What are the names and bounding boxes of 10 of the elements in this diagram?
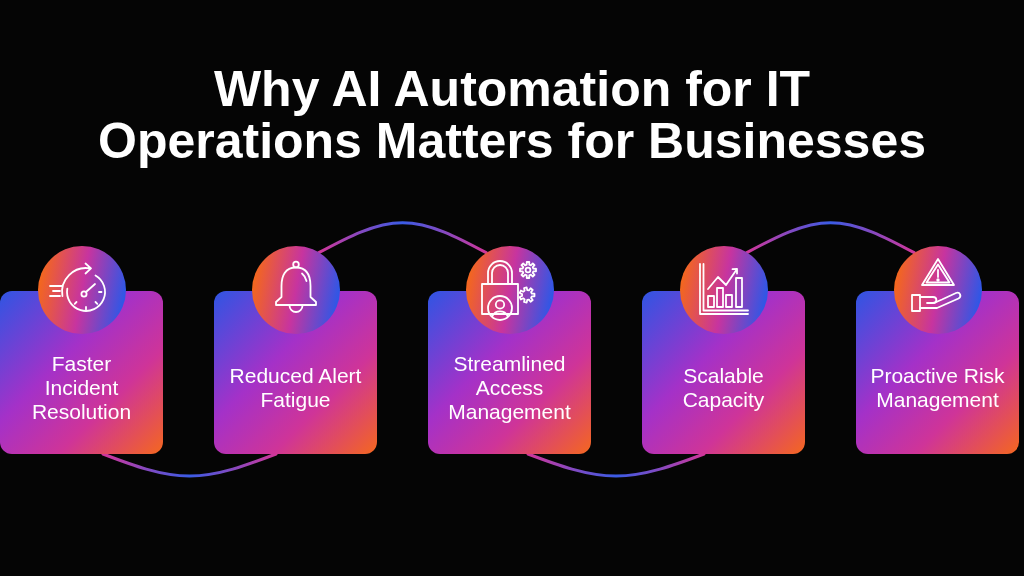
card-label: Streamlined Access Management	[447, 351, 572, 424]
connector-curve	[101, 452, 278, 478]
card-label: Reduced Alert Fatigue	[228, 363, 363, 412]
title: Why AI Automation for IT Operations Matters for Businesses	[97, 63, 927, 167]
card-label: Faster Incident Resolution	[30, 351, 133, 424]
card-label: Scalable Capacity	[681, 363, 766, 412]
connector-curve	[745, 221, 916, 255]
card-label: Proactive Risk Management	[869, 363, 1006, 412]
connector-curve	[317, 221, 488, 255]
connector-curve	[526, 452, 706, 478]
